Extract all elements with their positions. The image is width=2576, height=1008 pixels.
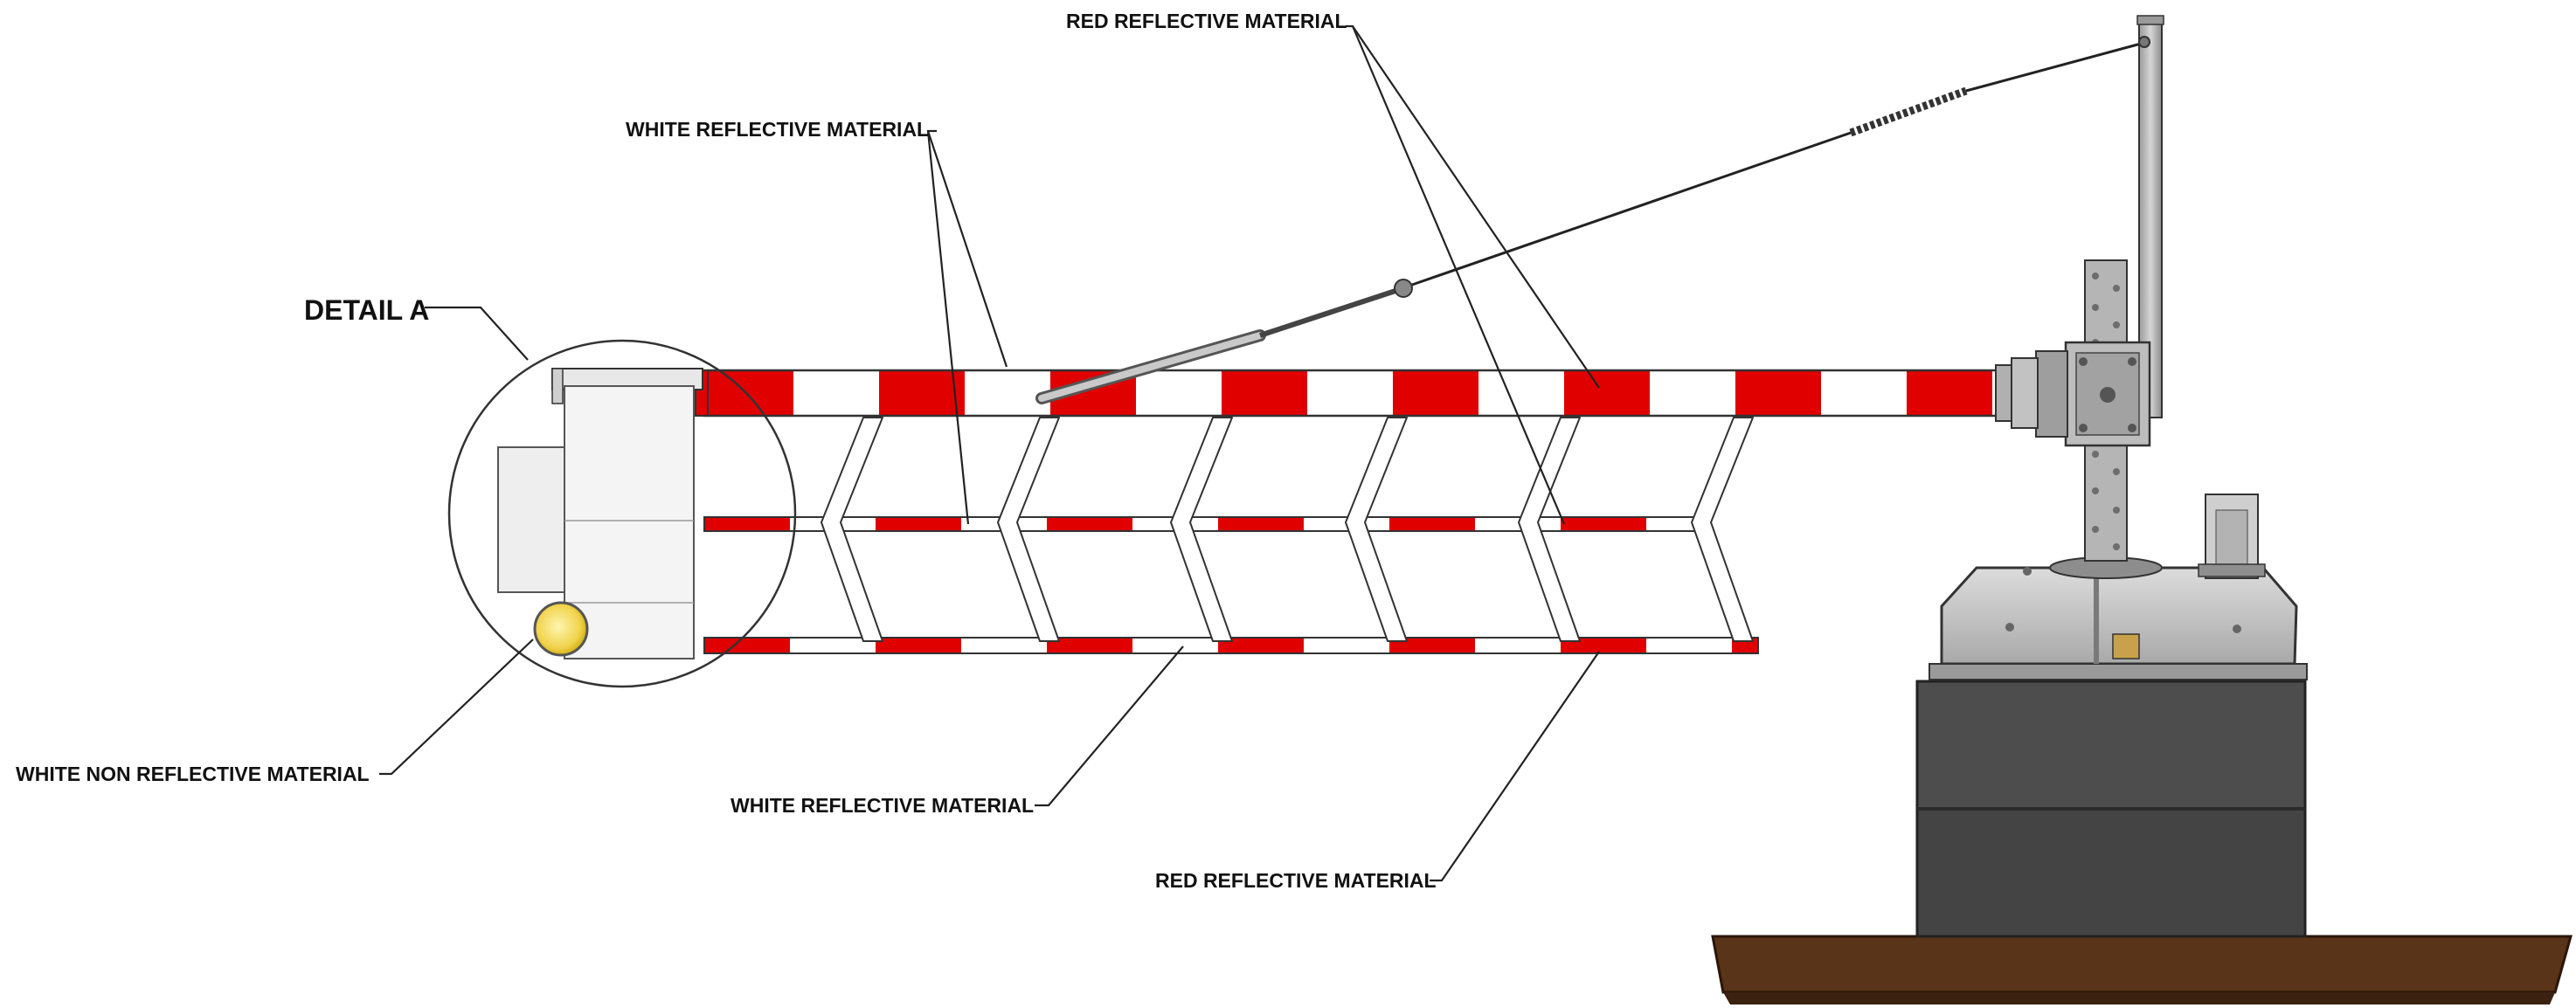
main-boom-arm	[695, 357, 2039, 429]
chevron-links	[821, 417, 1754, 642]
label-white-reflective-top: WHITE REFLECTIVE MATERIAL	[626, 118, 929, 141]
detail-a-circle	[447, 339, 797, 688]
gate-post	[2035, 15, 2164, 562]
lower-skirt-rails	[703, 516, 1759, 654]
label-white-non-reflective: WHITE NON REFLECTIVE MATERIAL	[16, 763, 370, 785]
end-lamp	[533, 601, 589, 657]
ground-base	[1711, 935, 2573, 1005]
concrete-plinth	[1915, 680, 2307, 938]
label-red-reflective-bottom: RED REFLECTIVE MATERIAL	[1155, 869, 1437, 892]
boom-tip-end-cap	[497, 368, 703, 659]
label-white-reflective-bottom: WHITE REFLECTIVE MATERIAL	[731, 794, 1034, 817]
label-detail-a: DETAIL A	[304, 294, 429, 326]
label-red-reflective-top: RED REFLECTIVE MATERIAL	[1066, 10, 1347, 32]
support-strut	[1035, 36, 2150, 404]
gate-housing	[1929, 494, 2308, 680]
leader-lines	[379, 24, 1600, 882]
